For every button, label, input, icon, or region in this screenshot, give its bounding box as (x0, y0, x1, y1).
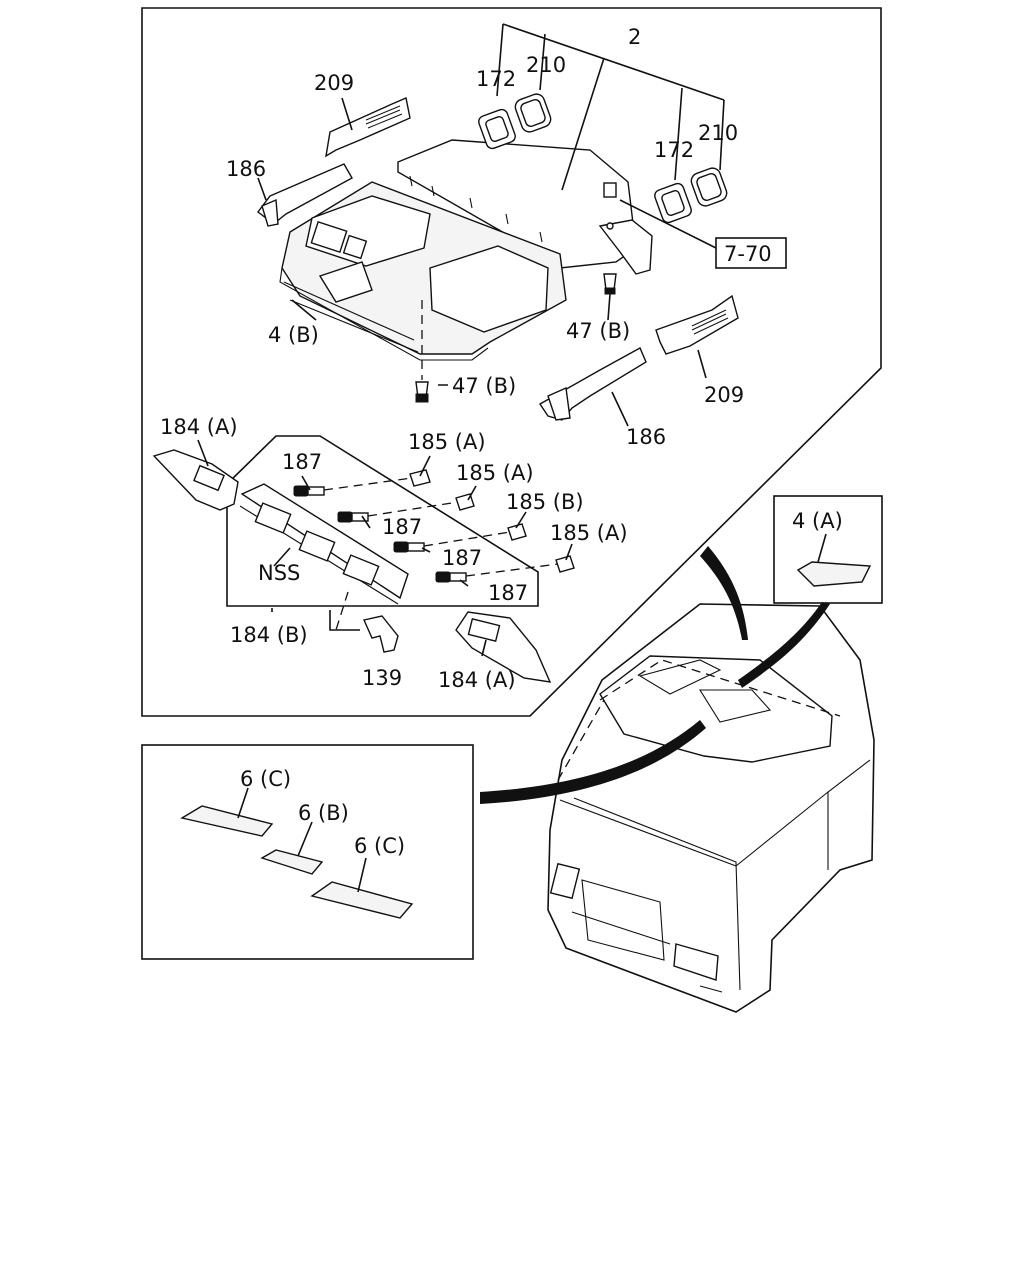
dash-connections (323, 477, 559, 631)
pad-6b (260, 849, 324, 875)
label-4b: 4 (B) (268, 323, 319, 347)
label-47b-lower: 47 (B) (452, 374, 516, 398)
screw-187-2 (337, 511, 369, 523)
leader-184a-bottom (481, 639, 487, 657)
headliner-assembly (279, 139, 653, 361)
leader-part-2 (496, 23, 725, 191)
grommet-172-right (654, 182, 692, 224)
grommet-172-left (478, 108, 516, 150)
label-2: 2 (628, 25, 641, 49)
clip-47b-upper (603, 273, 617, 295)
panel-184a-top (152, 449, 239, 511)
label-186-right: 186 (626, 425, 666, 449)
label-139: 139 (362, 666, 402, 690)
retainer-185a-1 (409, 469, 431, 487)
label-187-d: 187 (488, 581, 528, 605)
label-210-left: 210 (526, 53, 566, 77)
pad-6c-top (180, 805, 274, 837)
pad-4a (796, 561, 872, 587)
label-6c-bottom: 6 (C) (354, 834, 405, 858)
label-185a-2: 185 (A) (456, 461, 534, 485)
screw-187-3 (393, 541, 425, 553)
clip-47b-lower (415, 381, 429, 403)
pillar-186-left (257, 163, 353, 227)
label-186-left: 186 (226, 157, 266, 181)
label-172-right: 172 (654, 138, 694, 162)
retainer-185a-3 (555, 555, 575, 573)
label-47b-upper: 47 (B) (566, 319, 630, 343)
label-209-left: 209 (314, 71, 354, 95)
label-187-c: 187 (442, 546, 482, 570)
label-210-right: 210 (698, 121, 738, 145)
label-187-a: 187 (282, 450, 322, 474)
pad-6c-bottom (310, 881, 414, 919)
leader-ref-box (619, 199, 717, 249)
label-185a-3: 185 (A) (550, 521, 628, 545)
leader-4a (817, 533, 827, 563)
ring-210-right (690, 167, 728, 207)
leaders-inset-6 (237, 787, 367, 893)
label-6c-top: 6 (C) (240, 767, 291, 791)
leaders-console (197, 439, 573, 631)
trim-209-right (655, 294, 739, 355)
label-184b: 184 (B) (230, 623, 308, 647)
label-185a-1: 185 (A) (408, 430, 486, 454)
clip-139 (363, 615, 399, 653)
label-184a-bottom: 184 (A) (438, 668, 516, 692)
ref-box (715, 237, 787, 269)
leaders-upper (257, 97, 707, 427)
main-frame (141, 7, 882, 717)
console-184b (239, 483, 409, 605)
ring-210-left (514, 93, 552, 133)
label-nss: NSS (258, 561, 300, 585)
callout-arc-right (738, 602, 830, 688)
trim-209-left (325, 97, 411, 158)
ref-label-7-70: 7-70 (724, 242, 772, 266)
label-6b: 6 (B) (298, 801, 349, 825)
label-184a-top: 184 (A) (160, 415, 238, 439)
label-209-right: 209 (704, 383, 744, 407)
screw-187-4 (435, 571, 467, 583)
inset-4a-frame (773, 495, 883, 604)
label-187-b: 187 (382, 515, 422, 539)
retainer-185a-2 (455, 493, 475, 511)
inset-6-frame (141, 744, 474, 960)
label-185b: 185 (B) (506, 490, 584, 514)
truck-cab (547, 603, 875, 1013)
callout-arc-left (480, 720, 706, 804)
pillar-186-right (539, 347, 647, 421)
label-4a: 4 (A) (792, 509, 843, 533)
label-172-left: 172 (476, 67, 516, 91)
screw-187-1 (293, 485, 325, 497)
panel-184a-bottom (455, 611, 552, 683)
callout-arc-top (700, 546, 748, 640)
